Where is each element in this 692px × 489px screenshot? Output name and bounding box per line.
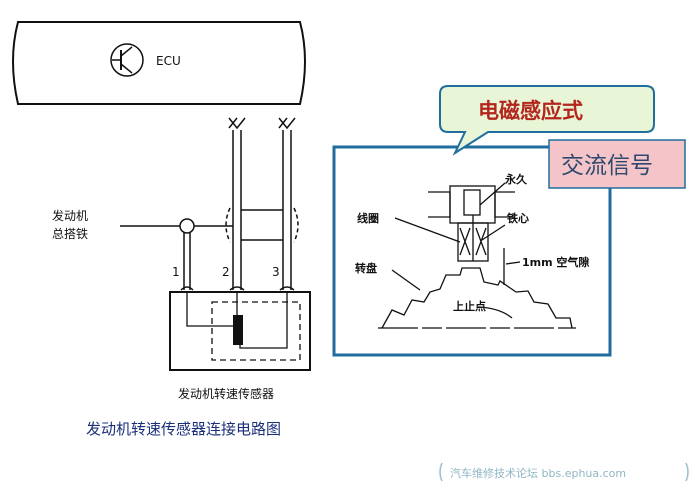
coil-label: 线圈 — [357, 211, 379, 225]
callout-bubble: 电磁感应式 — [439, 85, 655, 156]
sensor-label: 发动机转速传感器 — [178, 386, 274, 401]
tdc-label: 上止点 — [453, 299, 486, 313]
ecu-block: ECU — [12, 21, 306, 105]
pin-1-label: 1 — [172, 265, 180, 279]
sensor-block — [169, 291, 311, 371]
watermark-text: 汽车维修技术论坛 bbs.ephua.com — [450, 466, 626, 480]
ecu-label: ECU — [156, 54, 181, 68]
transistor-icon — [110, 43, 144, 77]
signal-box: 交流信号 — [548, 139, 686, 189]
ground-label-1: 发动机 — [52, 208, 88, 223]
pin-3-label: 3 — [272, 265, 280, 279]
wiring — [120, 117, 299, 291]
core-label: 铁心 — [507, 211, 529, 225]
disc-label: 转盘 — [355, 261, 377, 275]
callout-title: 电磁感应式 — [478, 99, 583, 123]
diagram-caption: 发动机转速传感器连接电路图 — [86, 420, 281, 438]
magnet-label: 永久 — [504, 172, 528, 186]
signal-label: 交流信号 — [561, 153, 653, 179]
coil-icon — [233, 315, 243, 345]
air-gap-label: 1mm 空气隙 — [522, 255, 589, 269]
watermark: 汽车维修技术论坛 bbs.ephua.com — [439, 462, 689, 482]
pin-2-label: 2 — [222, 265, 230, 279]
sensor-detail-drawing — [378, 182, 576, 329]
ground-label-2: 总搭铁 — [52, 227, 88, 241]
